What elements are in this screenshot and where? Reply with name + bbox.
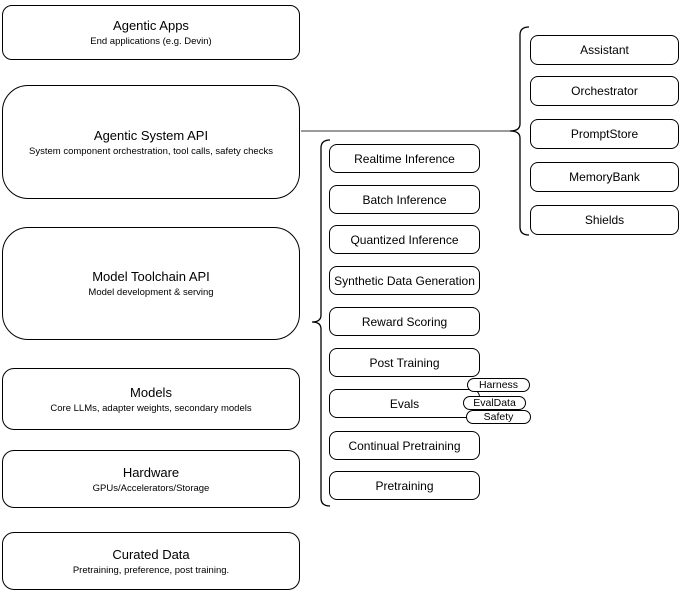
node-title: Curated Data	[112, 546, 190, 562]
node-agentic-apps: Agentic Apps End applications (e.g. Devi…	[2, 5, 300, 60]
node-shields: Shields	[530, 205, 679, 235]
node-title: Agentic Apps	[113, 18, 189, 33]
node-post-training: Post Training	[329, 348, 480, 377]
node-hardware: Hardware GPUs/Accelerators/Storage	[2, 450, 300, 508]
node-promptstore: PromptStore	[530, 119, 679, 149]
node-subtitle: System component orchestration, tool cal…	[29, 145, 273, 157]
node-quantized-inference: Quantized Inference	[329, 225, 480, 254]
node-pretraining: Pretraining	[329, 471, 480, 500]
node-realtime-inference: Realtime Inference	[329, 144, 480, 173]
node-title: Hardware	[122, 464, 180, 480]
node-title: Models	[130, 384, 172, 400]
node-title: Model Toolchain API	[92, 269, 210, 284]
tag-safety: Safety	[466, 410, 531, 424]
node-subtitle: Pretraining, preference, post training.	[72, 564, 230, 576]
tag-evaldata: EvalData	[463, 396, 526, 410]
node-synthetic-data-generation: Synthetic Data Generation	[329, 266, 480, 295]
system-brace	[509, 26, 530, 236]
node-continual-pretraining: Continual Pretraining	[329, 431, 480, 460]
node-agentic-system-api: Agentic System API System component orch…	[2, 85, 300, 199]
tag-harness: Harness	[467, 378, 530, 392]
node-reward-scoring: Reward Scoring	[329, 307, 480, 336]
node-subtitle: End applications (e.g. Devin)	[90, 36, 212, 47]
node-subtitle: GPUs/Accelerators/Storage	[92, 482, 210, 494]
node-curated-data: Curated Data Pretraining, preference, po…	[2, 532, 300, 590]
node-subtitle: Model development & serving	[88, 287, 214, 298]
node-evals: Evals	[329, 389, 480, 418]
toolchain-brace	[311, 139, 331, 507]
node-title: Agentic System API	[93, 127, 209, 143]
node-subtitle: Core LLMs, adapter weights, secondary mo…	[50, 402, 252, 414]
node-memorybank: MemoryBank	[530, 162, 679, 192]
node-models: Models Core LLMs, adapter weights, secon…	[2, 368, 300, 430]
node-assistant: Assistant	[530, 35, 679, 65]
node-model-toolchain-api: Model Toolchain API Model development & …	[2, 227, 300, 340]
node-orchestrator: Orchestrator	[530, 76, 679, 106]
node-batch-inference: Batch Inference	[329, 185, 480, 214]
